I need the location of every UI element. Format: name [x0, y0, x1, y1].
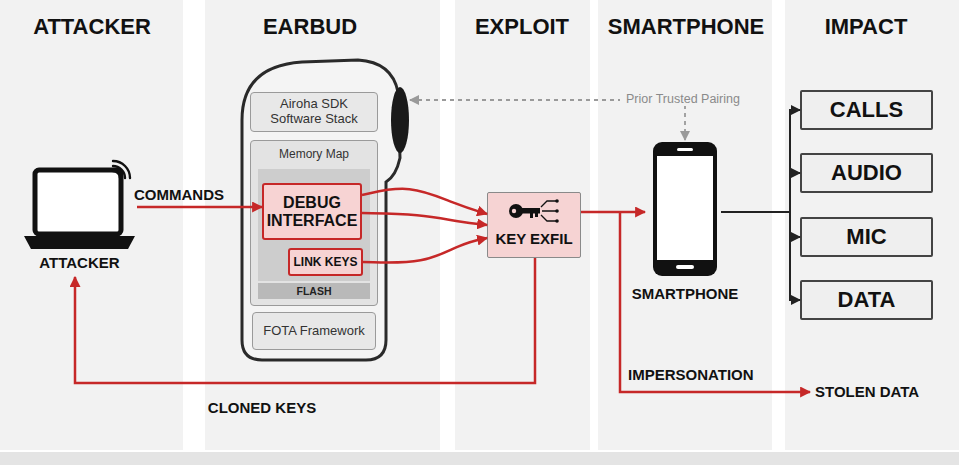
- outcome-label: STOLEN DATA: [815, 383, 919, 400]
- connector-arrow: [362, 189, 487, 214]
- column-header: ATTACKER: [0, 14, 192, 40]
- impact-box: DATA: [800, 280, 933, 320]
- bottom-strip: [0, 452, 959, 465]
- node-text: FOTA Framework: [263, 324, 365, 339]
- connector-arrow: [363, 238, 487, 263]
- column-band: [785, 0, 959, 450]
- connector-arrow: [721, 110, 800, 212]
- earbud-device: EARBUDAiroha SDK Software StackMemory Ma…: [240, 58, 410, 363]
- node-text: AUDIO: [831, 160, 902, 186]
- connector-arrow: [137, 206, 262, 209]
- edge-label: CLONED KEYS: [200, 399, 324, 416]
- connector-arrow: [75, 258, 535, 383]
- smartphone-device: SMARTPHONE: [645, 140, 721, 302]
- fota-framework-box: FOTA Framework: [252, 312, 376, 350]
- link-keys-box: LINK KEYS: [288, 248, 363, 276]
- wifi-arc: [113, 166, 125, 178]
- node-text: Memory Map: [251, 147, 377, 161]
- key-tooth: [535, 213, 538, 217]
- outline-part: [676, 265, 694, 269]
- column-header: SMARTPHONE: [586, 14, 786, 40]
- column-band: [205, 0, 440, 450]
- connector-arrow: [410, 100, 685, 140]
- column-band: [0, 0, 183, 450]
- node-text: EARBUD: [210, 14, 410, 40]
- impact-box: CALLS: [800, 90, 933, 130]
- connector-arrow: [362, 213, 487, 225]
- column-header: IMPACT: [766, 14, 959, 40]
- column-band: [455, 0, 590, 450]
- connector-arrow: [721, 212, 800, 300]
- key-hole: [512, 209, 516, 213]
- node-text: SMARTPHONE: [615, 285, 755, 302]
- wifi-symbol: [113, 161, 130, 178]
- edge-label: COMMANDS: [134, 186, 224, 203]
- connector-arrow: [581, 211, 645, 214]
- node-text: DEBUG INTERFACE: [264, 194, 360, 229]
- connector-arrow: [721, 212, 800, 237]
- outline-part: [657, 156, 713, 260]
- outline-part: [242, 60, 400, 360]
- outline-part: [391, 87, 409, 153]
- node-text: MIC: [846, 224, 886, 250]
- outline-part: [35, 170, 121, 234]
- column-header: EXPLOIT: [422, 14, 622, 40]
- key-bow: [509, 204, 523, 218]
- node-outline: [645, 140, 721, 302]
- flash-strip: FLASH: [258, 283, 370, 299]
- impact-box: MIC: [800, 217, 933, 257]
- connector-arrow: [721, 173, 800, 212]
- outline-part: [653, 142, 717, 276]
- outline-part: [677, 148, 693, 151]
- node-text: Airoha SDK Software Stack: [263, 97, 365, 127]
- node-text: CALLS: [830, 97, 903, 123]
- line-annotation: IMPERSONATION: [628, 366, 754, 383]
- node-text: ATTACKER: [22, 254, 137, 271]
- circuit-dot: [555, 219, 559, 223]
- circuit-dot: [555, 199, 559, 203]
- node-text: DATA: [838, 287, 896, 313]
- circuit-lines: [541, 201, 556, 221]
- wifi-arc: [113, 171, 120, 178]
- attacker-laptop: ATTACKER: [22, 152, 137, 277]
- key-exfil-box: KEY EXFIL: [487, 192, 581, 258]
- edge-label: Prior Trusted Pairing: [620, 92, 746, 106]
- key-tooth: [530, 213, 533, 218]
- node-text: LINK KEYS: [293, 255, 357, 269]
- software-stack-box: Airoha SDK Software Stack: [250, 92, 378, 132]
- circuit-dot: [555, 209, 559, 213]
- key-symbol: [509, 199, 559, 223]
- impact-box: AUDIO: [800, 153, 933, 193]
- column-band: [598, 0, 772, 450]
- debug-interface-box: DEBUG INTERFACE: [262, 183, 362, 240]
- memory-map-box: Memory MapDEBUG INTERFACE LINK KEYS FLASH: [250, 140, 378, 306]
- node-text: KEY EXFIL: [488, 230, 580, 247]
- outline-part: [24, 236, 135, 249]
- node-text: FLASH: [297, 285, 332, 297]
- key-shaft: [521, 208, 540, 214]
- wifi-arc: [113, 161, 130, 178]
